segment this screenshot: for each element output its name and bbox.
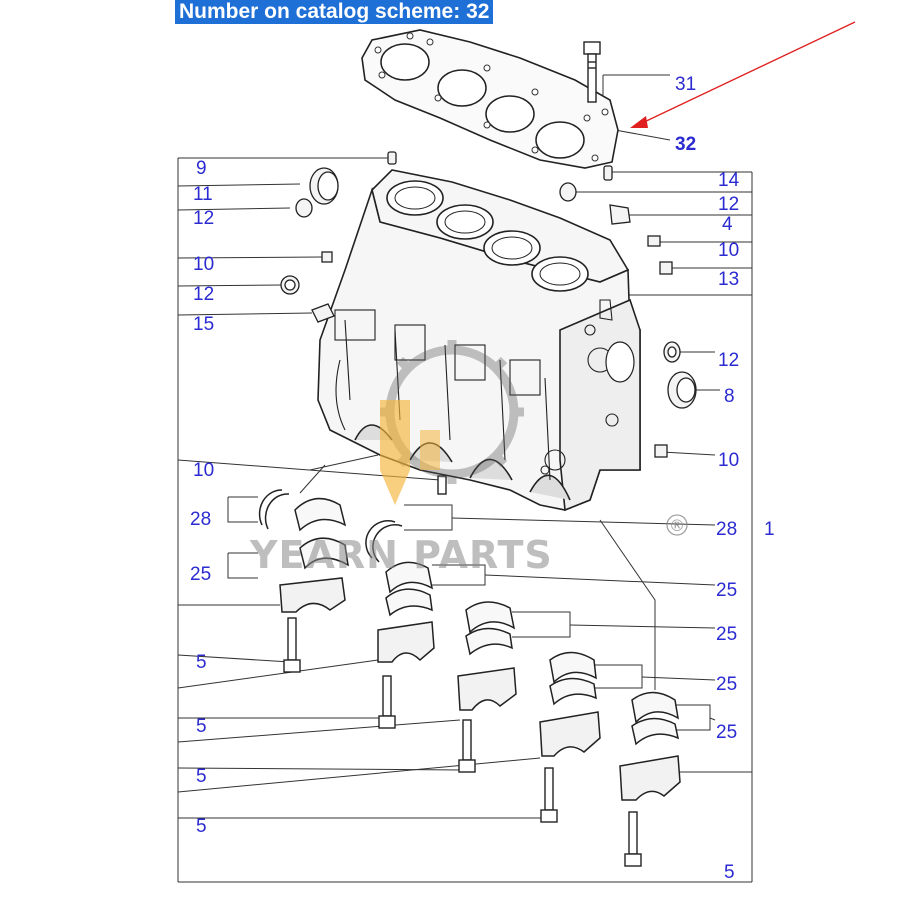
callout-4: 4 bbox=[722, 214, 733, 235]
callout-9: 9 bbox=[196, 158, 207, 179]
callout-13: 13 bbox=[718, 269, 739, 290]
callouts-left: 9 11 12 10 12 15 10 28 25 5 5 5 5 bbox=[190, 158, 214, 837]
cap-bolts bbox=[283, 475, 642, 867]
callout-14: 14 bbox=[718, 170, 740, 191]
callout-5-left-3: 5 bbox=[196, 766, 207, 787]
callout-10-lower-left: 10 bbox=[193, 460, 214, 481]
callout-1: 1 bbox=[764, 519, 775, 540]
catalog-scheme-title: Number on catalog scheme: 32 bbox=[175, 0, 494, 24]
callout-10-lower-right: 10 bbox=[718, 450, 739, 471]
small-parts bbox=[280, 151, 697, 458]
callout-5-left-4: 5 bbox=[196, 816, 207, 837]
callout-32: 32 bbox=[675, 134, 696, 155]
head-bolt bbox=[583, 41, 601, 103]
callout-15: 15 bbox=[193, 314, 214, 335]
watermark-text: YEARN PARTS bbox=[249, 533, 553, 577]
callout-25-left: 25 bbox=[190, 564, 211, 585]
thrust-washers bbox=[258, 489, 403, 563]
callout-8: 8 bbox=[724, 386, 735, 407]
callout-28-right: 28 bbox=[716, 519, 737, 540]
callout-5-left-1: 5 bbox=[196, 652, 207, 673]
callouts-right: 31 32 14 12 4 10 13 12 8 10 28 1 25 25 2… bbox=[675, 74, 775, 883]
callout-12-lower-left: 12 bbox=[193, 284, 214, 305]
callout-25-right-4: 25 bbox=[716, 722, 737, 743]
brand-watermark: YEARN PARTS ® bbox=[249, 340, 688, 577]
callout-12-mid-right: 12 bbox=[718, 350, 739, 371]
callout-10-upper-right: 10 bbox=[718, 240, 739, 261]
callout-12-upper-left: 12 bbox=[193, 208, 214, 229]
callout-28-left: 28 bbox=[190, 509, 211, 530]
callout-5-left-2: 5 bbox=[196, 716, 207, 737]
engine-block bbox=[317, 169, 641, 512]
callout-31: 31 bbox=[675, 74, 696, 95]
callout-25-right-3: 25 bbox=[716, 674, 737, 695]
callout-25-right-2: 25 bbox=[716, 624, 737, 645]
leader-lines bbox=[177, 74, 753, 883]
callout-10-upper-left: 10 bbox=[193, 254, 214, 275]
head-gasket bbox=[361, 29, 619, 169]
main-bearings bbox=[294, 497, 680, 746]
callout-5-right: 5 bbox=[724, 862, 735, 883]
pointer-arrow bbox=[630, 21, 856, 128]
callout-11: 11 bbox=[193, 184, 213, 205]
registered-mark: ® bbox=[669, 516, 685, 535]
callout-25-right-1: 25 bbox=[716, 580, 737, 601]
callout-12-upper-right: 12 bbox=[718, 194, 739, 215]
bearing-caps bbox=[279, 577, 681, 801]
